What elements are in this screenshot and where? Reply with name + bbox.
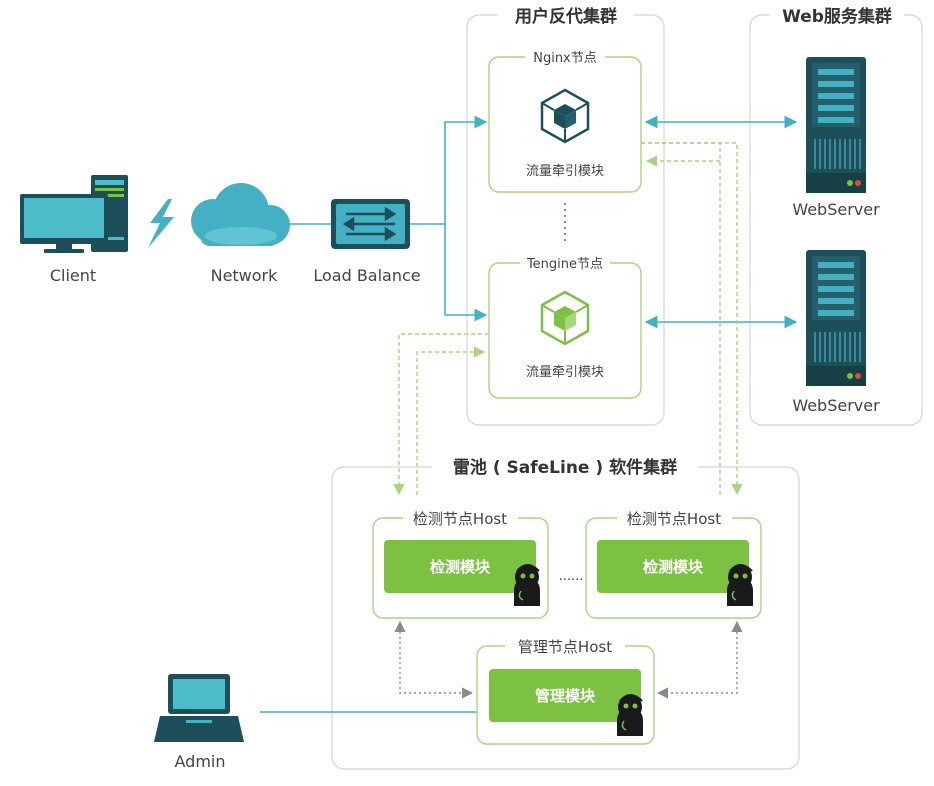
laptop-icon xyxy=(154,674,244,742)
cube-icon xyxy=(540,290,590,346)
nginx-module-label: 流量牵引模块 xyxy=(526,164,604,179)
nginx-to-detect2-arrow xyxy=(641,142,743,496)
detect-module-2-box xyxy=(597,540,749,593)
load-balance-label: Load Balance xyxy=(313,266,420,285)
nginx-node-title: Nginx节点 xyxy=(533,51,597,66)
lightning-icon xyxy=(148,199,174,248)
tengine-node-title: Tengine节点 xyxy=(526,257,603,272)
desktop-icon xyxy=(20,175,128,253)
server-icon xyxy=(805,56,867,194)
manage-module-label: 管理模块 xyxy=(535,687,596,705)
ninja-mascot-icon xyxy=(616,694,644,737)
manage-to-detect2-link xyxy=(656,620,743,699)
detect-module-2-label: 检测模块 xyxy=(643,558,704,576)
detect-host-2-title: 检测节点Host xyxy=(627,510,721,528)
manage-module-box xyxy=(489,669,641,722)
cloud-icon xyxy=(191,183,290,246)
tengine-module-label: 流量牵引模块 xyxy=(526,365,604,380)
web-cluster-title: Web服务集群 xyxy=(782,6,892,27)
safeline-cluster-title: 雷池 ( SafeLine ) 软件集群 xyxy=(453,457,677,478)
webserver-1-label: WebServer xyxy=(792,200,880,219)
manage-host-title: 管理节点Host xyxy=(518,638,612,656)
proxy-cluster-title: 用户反代集群 xyxy=(515,6,617,27)
server-icon xyxy=(805,249,867,387)
detect-host-1-title: 检测节点Host xyxy=(413,510,507,528)
webserver-2-label: WebServer xyxy=(792,396,880,415)
cube-icon xyxy=(540,88,590,144)
lb-to-tengine-arrow xyxy=(444,224,488,322)
lb-to-nginx-arrow xyxy=(410,115,488,225)
tengine-to-detect1-arrow xyxy=(393,333,489,496)
ninja-mascot-icon xyxy=(513,564,541,607)
admin-label: Admin xyxy=(175,752,226,771)
detect-module-1-label: 检测模块 xyxy=(430,558,491,576)
manage-to-detect1-link xyxy=(394,620,474,699)
switch-icon xyxy=(331,199,410,249)
client-label: Client xyxy=(50,266,96,285)
detect1-to-tengine-arrow xyxy=(416,346,486,495)
detect-host-ellipsis: ...... xyxy=(559,569,584,584)
network-label: Network xyxy=(211,266,279,285)
ninja-mascot-icon xyxy=(726,564,754,607)
detect-module-1-box xyxy=(384,540,536,593)
